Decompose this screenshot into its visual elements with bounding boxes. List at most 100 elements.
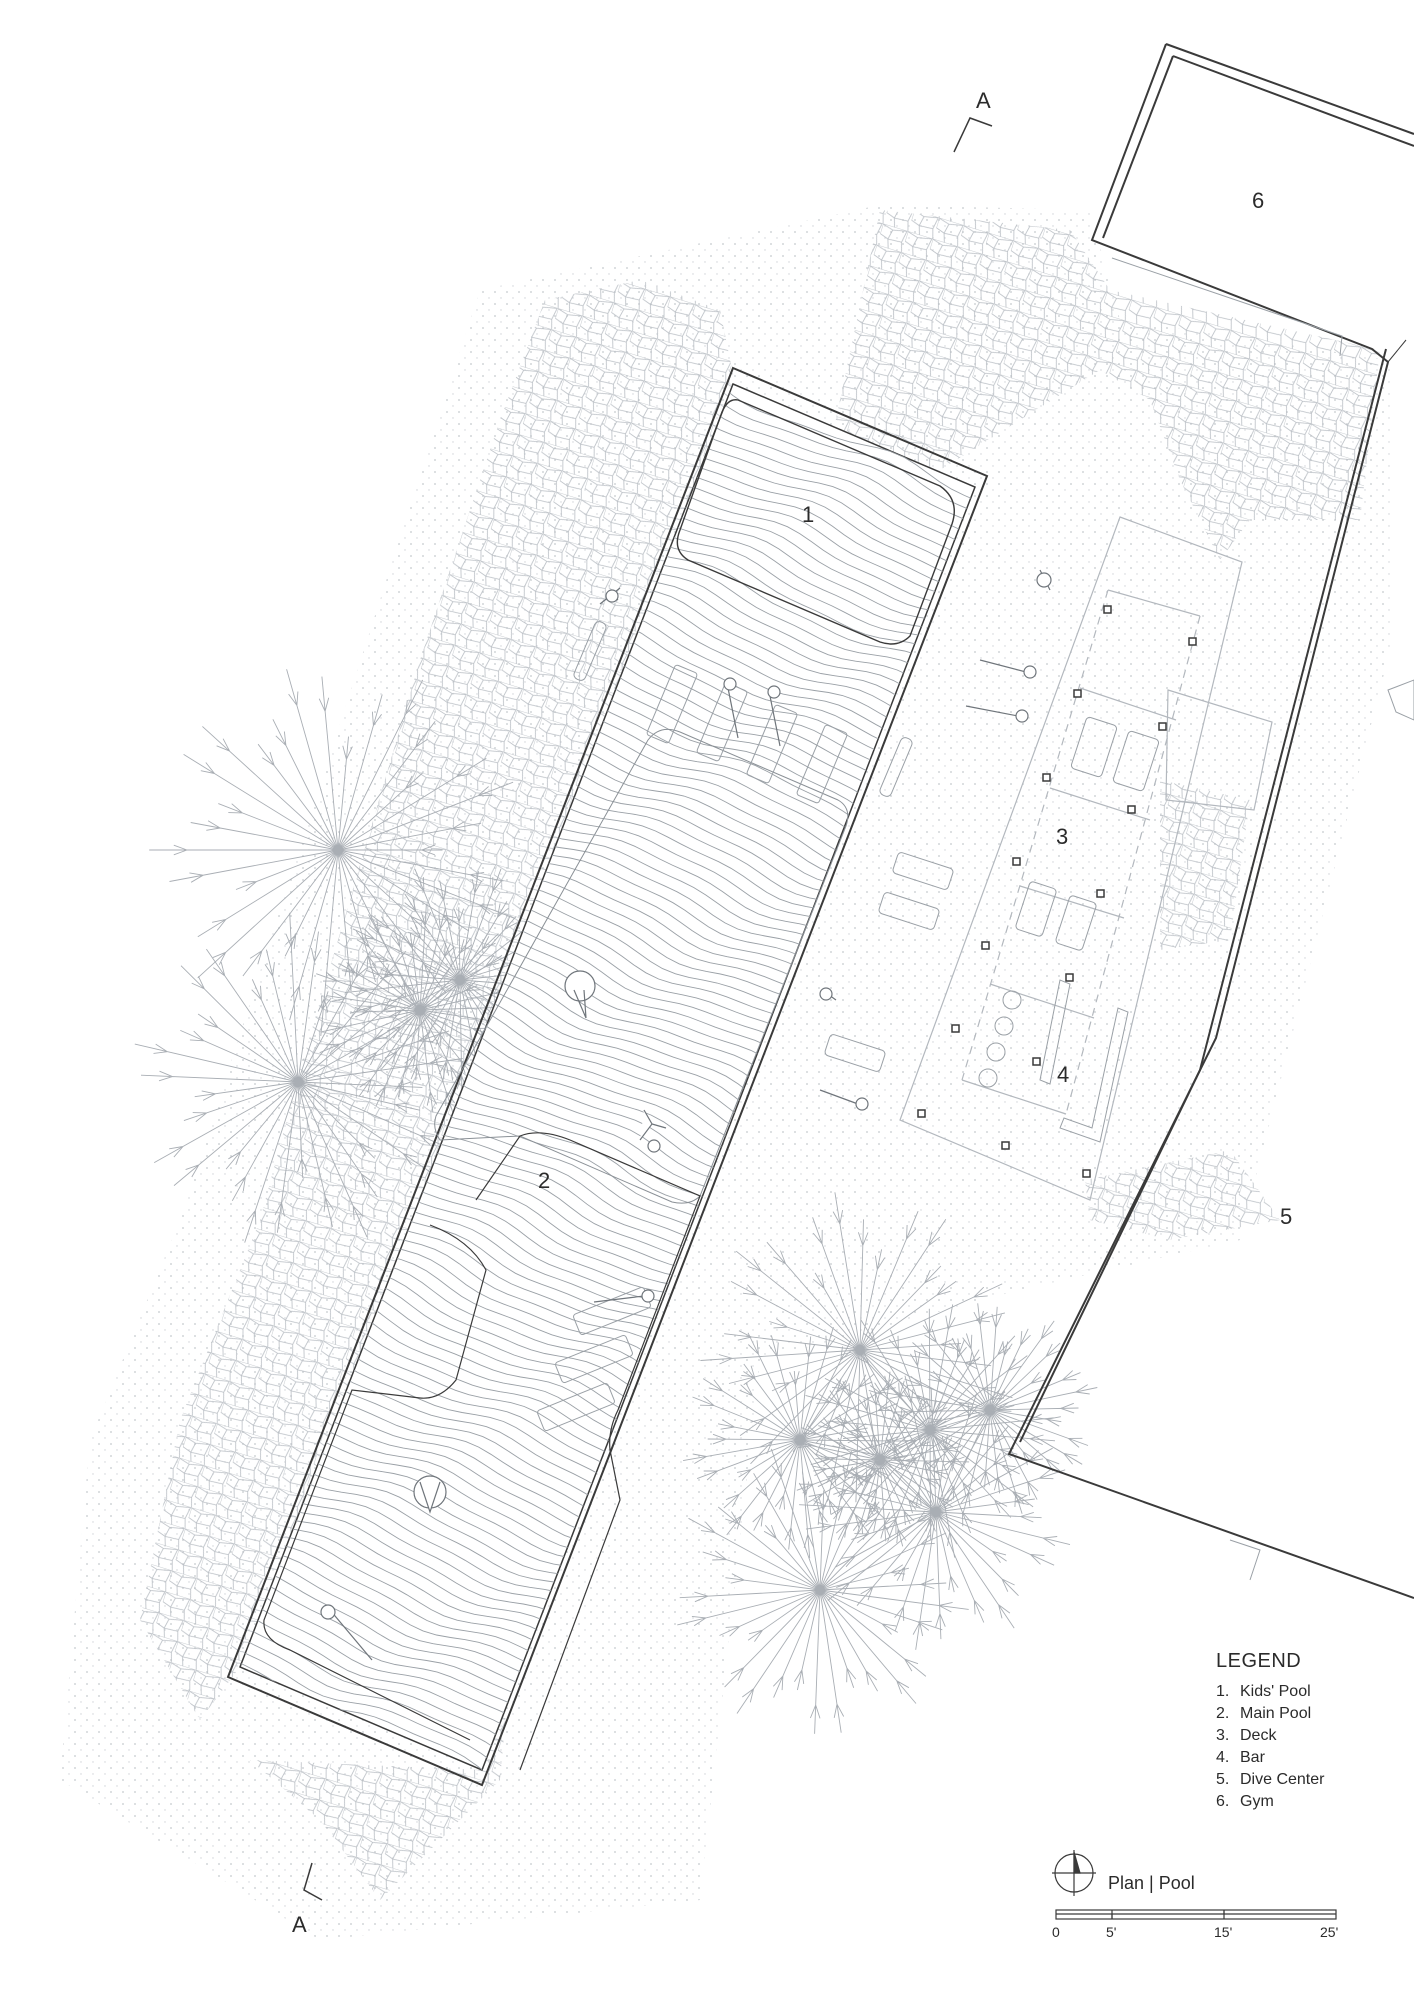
water-contour-line [649, 571, 911, 677]
water-contour-line [286, 1518, 547, 1622]
water-contour-line [628, 626, 885, 743]
water-contour-line [691, 464, 950, 575]
water-contour-line [463, 1055, 721, 1171]
zone-label-dive-center: 5 [1280, 1204, 1292, 1229]
zone-label-deck: 3 [1056, 824, 1068, 849]
water-contour-line [586, 737, 842, 854]
water-contour-line [577, 759, 834, 875]
building-outline [1007, 43, 1414, 1599]
water-contour-line [521, 905, 780, 1017]
water-contour-line [345, 1364, 603, 1477]
zone-label-main-pool: 2 [538, 1168, 550, 1193]
water-contour-line [702, 433, 962, 544]
water-contour-line [269, 1561, 527, 1675]
legend-item-number: 6. [1216, 1793, 1230, 1810]
water-contour-line [412, 1188, 673, 1295]
water-contour-line [336, 1386, 595, 1499]
trees [134, 669, 1098, 1734]
water-contour-line [409, 1198, 670, 1303]
legend-item-number: 2. [1216, 1705, 1230, 1722]
section-marker-bottom-label: A [292, 1912, 307, 1937]
zone-label-kids-pool: 1 [802, 502, 814, 527]
legend-item-label: Dive Center [1240, 1771, 1325, 1788]
legend-list: 1. Kids' Pool 2.Main Pool 3. Deck 4.Bar 5.… [1216, 1681, 1396, 1813]
water-contour-line [606, 683, 865, 797]
water-contour-line [240, 1648, 493, 1763]
water-contour-line [541, 853, 803, 957]
water-contour-line [261, 1581, 519, 1696]
water-contour-line [528, 887, 787, 998]
water-contour-line [505, 947, 764, 1058]
water-contour-line [324, 1417, 582, 1531]
scale-label-5: 5' [1106, 1924, 1117, 1940]
water-contour-line [437, 1123, 698, 1230]
water-contour-line [376, 1283, 632, 1402]
water-contour-line [497, 968, 755, 1081]
water-contour-line [397, 1227, 658, 1333]
legend-item: 4.Bar [1216, 1747, 1396, 1769]
water-contour-line [517, 915, 776, 1026]
legend-item-label: Kids' Pool [1240, 1683, 1311, 1700]
tree-icon [881, 1303, 1098, 1514]
water-contour-line [481, 1009, 737, 1129]
legend-item: 6.Gym [1216, 1791, 1396, 1813]
water-contour-line [354, 1340, 611, 1455]
water-contour-line [493, 979, 750, 1094]
water-contour-line [683, 483, 942, 594]
deck-columns [917, 605, 1197, 1178]
water-contour-line [716, 398, 974, 512]
water-contour-line [598, 705, 856, 820]
section-marker-icon [303, 117, 993, 1901]
deck-pavilion [899, 516, 1273, 1201]
water-contour-line [552, 825, 814, 928]
person-icon [320, 569, 1052, 1661]
water-contour-line [304, 1469, 565, 1576]
water-contour-line [320, 1427, 578, 1541]
scale-label-0: 0 [1052, 1924, 1060, 1940]
water-contour-line [501, 958, 760, 1069]
pool [226, 366, 1052, 1787]
water-contour-line [349, 1352, 607, 1466]
legend-item: 3. Deck [1216, 1725, 1396, 1747]
legend-item: 5. Dive Center [1216, 1769, 1396, 1791]
water-contour-line [535, 870, 795, 978]
water-contour-line [459, 1067, 717, 1180]
north-arrow-icon [1052, 1850, 1096, 1896]
water-contour-line [477, 1020, 732, 1140]
legend-item: 1. Kids' Pool [1216, 1681, 1396, 1703]
water-contour-line [548, 835, 810, 937]
legend-item-label: Bar [1240, 1749, 1265, 1766]
tree-icon [799, 1375, 1071, 1650]
legend-item-number: 1. [1216, 1683, 1230, 1700]
water-contour-line [569, 781, 828, 893]
water-contour-line [656, 553, 919, 656]
water-contour-line [545, 844, 807, 947]
water-contour-line [383, 1264, 641, 1379]
water-contour-line [390, 1246, 650, 1355]
water-contour-line [423, 1159, 683, 1269]
door-swings [1111, 257, 1414, 1581]
water-contour-line [560, 803, 821, 910]
water-contour-line [573, 769, 831, 884]
water-contour-line [611, 671, 869, 785]
water-contour-line [368, 1304, 624, 1424]
water-contour-line [653, 562, 915, 666]
water-contour-line [276, 1544, 535, 1655]
legend-item-number: 5. [1216, 1771, 1230, 1788]
water-contour-line [636, 606, 894, 721]
tree-icon [134, 912, 463, 1243]
water-contour-line [538, 861, 799, 968]
water-contour-line [248, 1615, 507, 1727]
water-contour-line [509, 937, 768, 1047]
legend-item-number: 3. [1216, 1727, 1230, 1744]
water-contour-line [279, 1535, 539, 1644]
water-contour-line [289, 1509, 551, 1612]
water-contour-line [394, 1237, 654, 1344]
legend-item-label: Deck [1240, 1727, 1277, 1744]
water-contour-line [687, 474, 946, 585]
water-contour-line [602, 694, 860, 808]
legend: LEGEND 1.Kids' Pool 2.Main Pool 3.Deck 4… [1216, 1650, 1396, 1813]
legend-item: 2.Main Pool [1216, 1703, 1396, 1725]
water-contour-line [525, 896, 784, 1007]
water-contour-line [581, 748, 838, 865]
